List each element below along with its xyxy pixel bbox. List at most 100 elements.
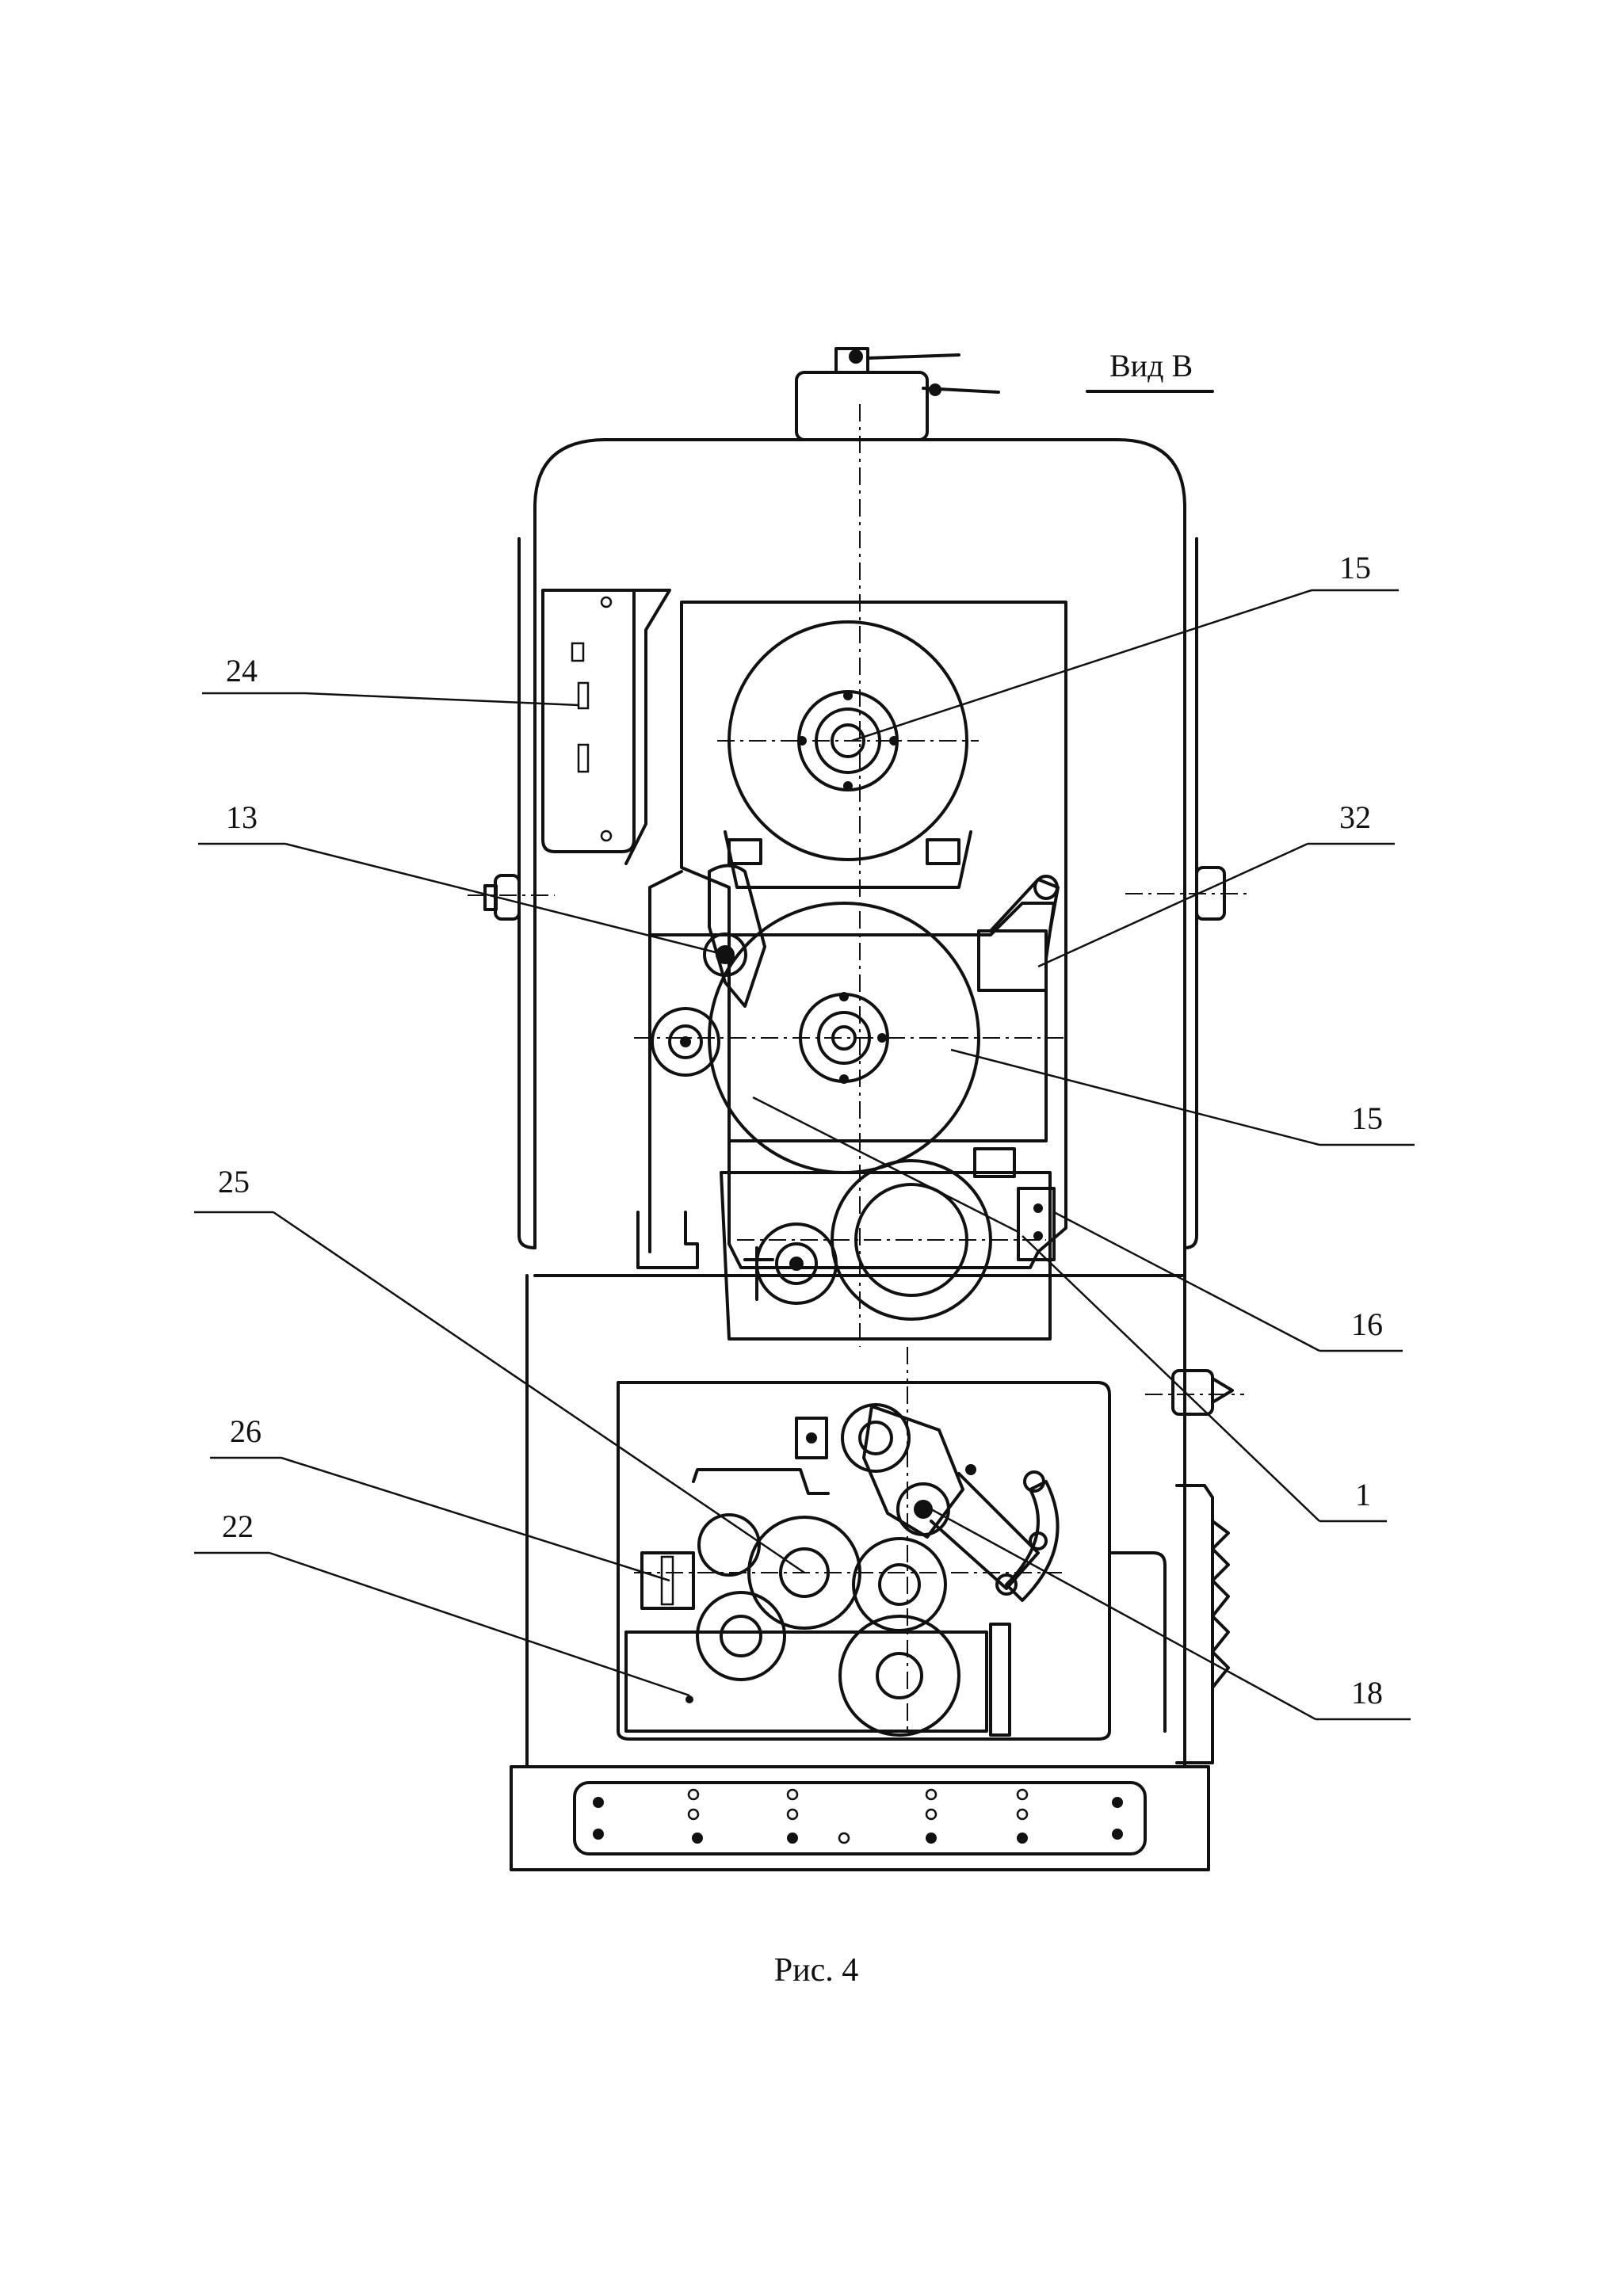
centre-lines bbox=[859, 404, 908, 1383]
lock-block bbox=[640, 1551, 695, 1610]
label-18: 18 bbox=[1351, 1675, 1383, 1711]
middle-roller-hub bbox=[799, 993, 889, 1083]
clamp-pin bbox=[1033, 1203, 1043, 1213]
hub-bolt bbox=[843, 781, 853, 791]
small-gear bbox=[697, 1513, 761, 1577]
clamp-block bbox=[973, 1147, 1016, 1178]
leader-15-mid bbox=[950, 1048, 1320, 1146]
gear-compartment bbox=[617, 1381, 1167, 1741]
label-13: 13 bbox=[226, 799, 258, 835]
clamp-pin bbox=[1033, 1231, 1043, 1241]
frame-foot bbox=[636, 1211, 699, 1269]
pivot-pin bbox=[680, 1036, 691, 1047]
panel-slot bbox=[577, 743, 590, 773]
leader-26 bbox=[281, 1456, 670, 1582]
label-15-mid: 15 bbox=[1351, 1100, 1383, 1136]
base-hole bbox=[786, 1788, 799, 1801]
gear-4 bbox=[838, 1615, 960, 1737]
base-panel bbox=[573, 1781, 1147, 1855]
view-title: Вид В bbox=[1086, 348, 1214, 393]
right-side-knob bbox=[1171, 1369, 1214, 1416]
gear-hub bbox=[878, 1563, 921, 1606]
cover-stop bbox=[989, 1623, 1011, 1737]
hub-bolt bbox=[797, 736, 807, 746]
figure-caption: Рис. 4 bbox=[774, 1952, 858, 1989]
middle-roller-disc bbox=[708, 902, 980, 1174]
right-side-mechanism bbox=[1145, 1369, 1244, 1764]
base-bolt bbox=[692, 1833, 703, 1844]
leader-16 bbox=[1053, 1211, 1320, 1352]
top-fitting bbox=[795, 347, 1000, 441]
base-hole bbox=[1016, 1788, 1029, 1801]
base-hole bbox=[687, 1788, 700, 1801]
cam-lever bbox=[862, 1405, 964, 1539]
hub-bolt bbox=[839, 992, 849, 1001]
gear-compartment-outline bbox=[617, 1381, 1111, 1741]
lower-cover bbox=[624, 1630, 988, 1733]
cam-gear bbox=[841, 1403, 911, 1473]
left-cover-panel bbox=[541, 589, 671, 865]
gear-hub bbox=[876, 1652, 923, 1699]
link-pin bbox=[1023, 1470, 1045, 1493]
gear-hub bbox=[720, 1615, 762, 1657]
leader-1 bbox=[1022, 1235, 1320, 1522]
callout-leaders bbox=[194, 589, 1415, 1721]
drive-roller-unit bbox=[720, 1147, 1056, 1341]
base-bolt bbox=[1112, 1829, 1123, 1840]
leader-24 bbox=[304, 692, 579, 707]
base-plate bbox=[510, 1765, 1210, 1871]
label-24: 24 bbox=[226, 653, 258, 688]
drive-roller-housing bbox=[720, 1171, 1052, 1341]
panel-slot bbox=[577, 681, 590, 710]
upper-right-link bbox=[989, 878, 1060, 933]
panel-screw bbox=[600, 596, 613, 608]
gear-hub bbox=[858, 1421, 893, 1455]
swing-arm bbox=[930, 1472, 1040, 1590]
base-hole bbox=[1016, 1808, 1029, 1821]
cover-marker bbox=[685, 1695, 693, 1703]
leader-1-extension bbox=[752, 1096, 1019, 1234]
tension-arm-pivot bbox=[703, 933, 747, 977]
base-hole bbox=[838, 1832, 850, 1844]
view-title-text: Вид В bbox=[1109, 348, 1193, 383]
hub-bolt bbox=[843, 691, 853, 700]
upper-roller bbox=[717, 620, 979, 889]
small-idler-hub bbox=[668, 1024, 703, 1059]
link-pin bbox=[1029, 1531, 1048, 1550]
bracket-foot bbox=[926, 838, 960, 865]
lever-pin bbox=[965, 1464, 976, 1475]
base-frame bbox=[510, 1765, 1210, 1871]
gear-3 bbox=[696, 1591, 786, 1681]
panel-bracket bbox=[624, 589, 671, 865]
base-bolt bbox=[593, 1797, 604, 1808]
sector-arc bbox=[1005, 1480, 1060, 1602]
base-bolt bbox=[787, 1833, 798, 1844]
inner-frame-outline bbox=[680, 601, 1067, 1269]
saw-gear-teeth bbox=[1211, 1520, 1230, 1689]
base-bolt bbox=[593, 1829, 604, 1840]
top-bar bbox=[692, 1468, 830, 1495]
cover-panel bbox=[541, 589, 636, 853]
housing-upper-outline bbox=[533, 438, 1186, 1249]
lock-slot bbox=[660, 1555, 674, 1606]
pivot-pin bbox=[914, 1500, 933, 1519]
panel-screw bbox=[600, 830, 613, 842]
base-hole bbox=[925, 1808, 938, 1821]
callout-labels: 15 24 13 32 15 25 16 26 1 22 18 bbox=[218, 550, 1383, 1711]
label-1: 1 bbox=[1355, 1477, 1371, 1512]
right-rim bbox=[1183, 537, 1198, 1249]
compartment-step bbox=[1108, 1551, 1167, 1733]
base-bolt bbox=[1112, 1797, 1123, 1808]
hub-bolt bbox=[889, 736, 899, 746]
latch-pin bbox=[806, 1432, 817, 1444]
middle-roller bbox=[634, 864, 1066, 1174]
leader-25 bbox=[273, 1211, 805, 1574]
gear-guard bbox=[1175, 1484, 1214, 1764]
leader-13 bbox=[285, 842, 726, 956]
link-pin bbox=[1033, 875, 1059, 900]
upper-roller-bore bbox=[831, 723, 865, 758]
label-32: 32 bbox=[1339, 799, 1371, 835]
base-hole bbox=[925, 1788, 938, 1801]
pivot-pin bbox=[789, 1257, 804, 1271]
